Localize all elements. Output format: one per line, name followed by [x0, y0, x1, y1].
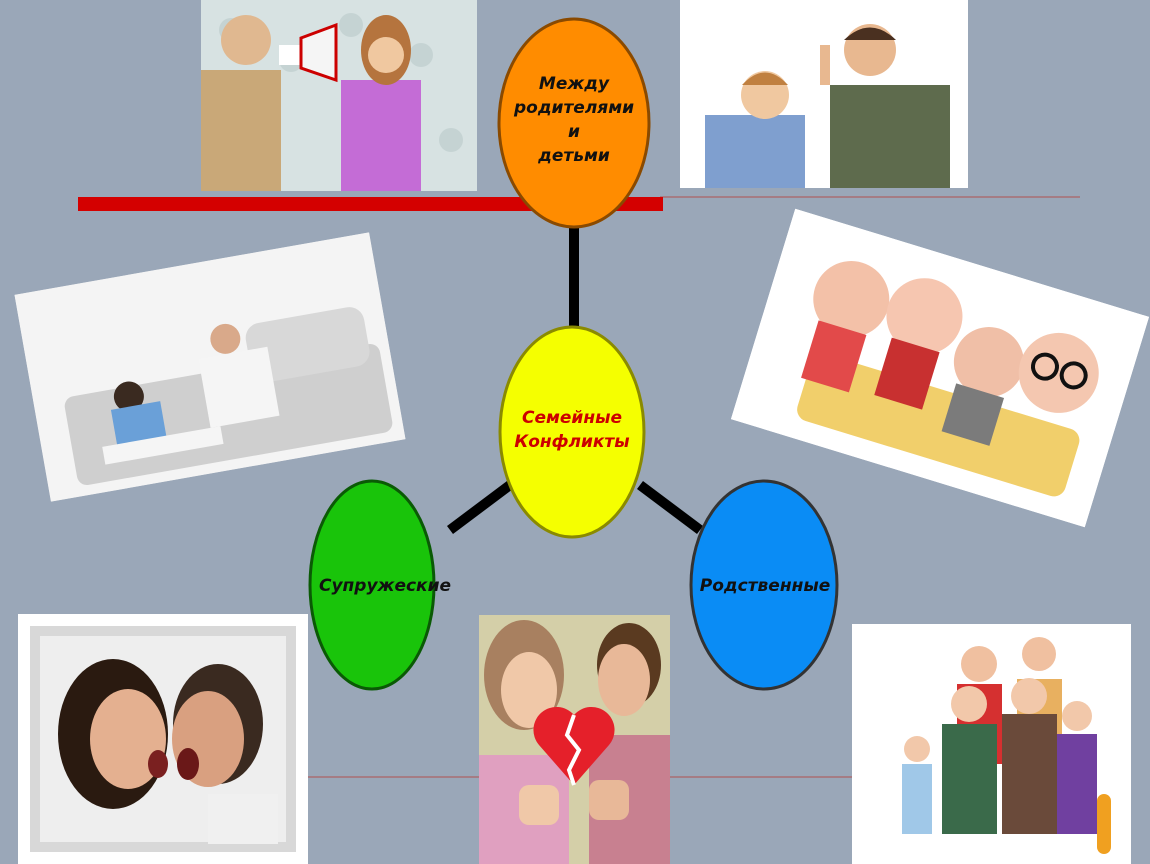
couple-icon — [14, 232, 406, 502]
label-parents-line3: и — [568, 122, 580, 142]
broken-heart-icon — [479, 615, 670, 864]
label-marital: Супружеские — [318, 576, 452, 596]
photo-couple-on-sofa-ignoring — [14, 232, 406, 502]
photo-father-megaphone-daughter — [201, 0, 477, 191]
node-family-conflicts-center — [498, 325, 646, 539]
label-parents-line4: детьми — [538, 146, 610, 166]
connector-right — [637, 481, 703, 534]
connector-left — [447, 481, 513, 534]
photo-father-scolding-son — [680, 0, 968, 188]
photo-doll-family-on-couch — [730, 208, 1150, 528]
photo-cartoon-extended-family — [852, 624, 1131, 864]
label-center-line1: Семейные — [522, 408, 622, 428]
shouting-icon — [18, 614, 308, 864]
accent-bar — [78, 197, 663, 211]
photo-couple-shouting — [18, 614, 308, 864]
dolls-icon — [730, 208, 1150, 528]
family-icon — [852, 624, 1131, 864]
photo-broken-heart-couple — [479, 615, 670, 864]
label-parents-line2: родителями — [513, 98, 635, 118]
label-center: Семейные Конфликты — [492, 406, 652, 454]
label-center-line2: Конфликты — [514, 432, 630, 452]
label-relatives: Родственные — [699, 576, 831, 596]
node-marital — [308, 479, 436, 691]
megaphone-icon — [201, 0, 477, 191]
scolding-icon — [680, 0, 968, 188]
node-relatives — [689, 479, 839, 691]
node-parents-children — [497, 17, 651, 229]
label-parents-children: Между родителями и детьми — [490, 72, 658, 168]
label-parents-line1: Между — [538, 74, 610, 94]
